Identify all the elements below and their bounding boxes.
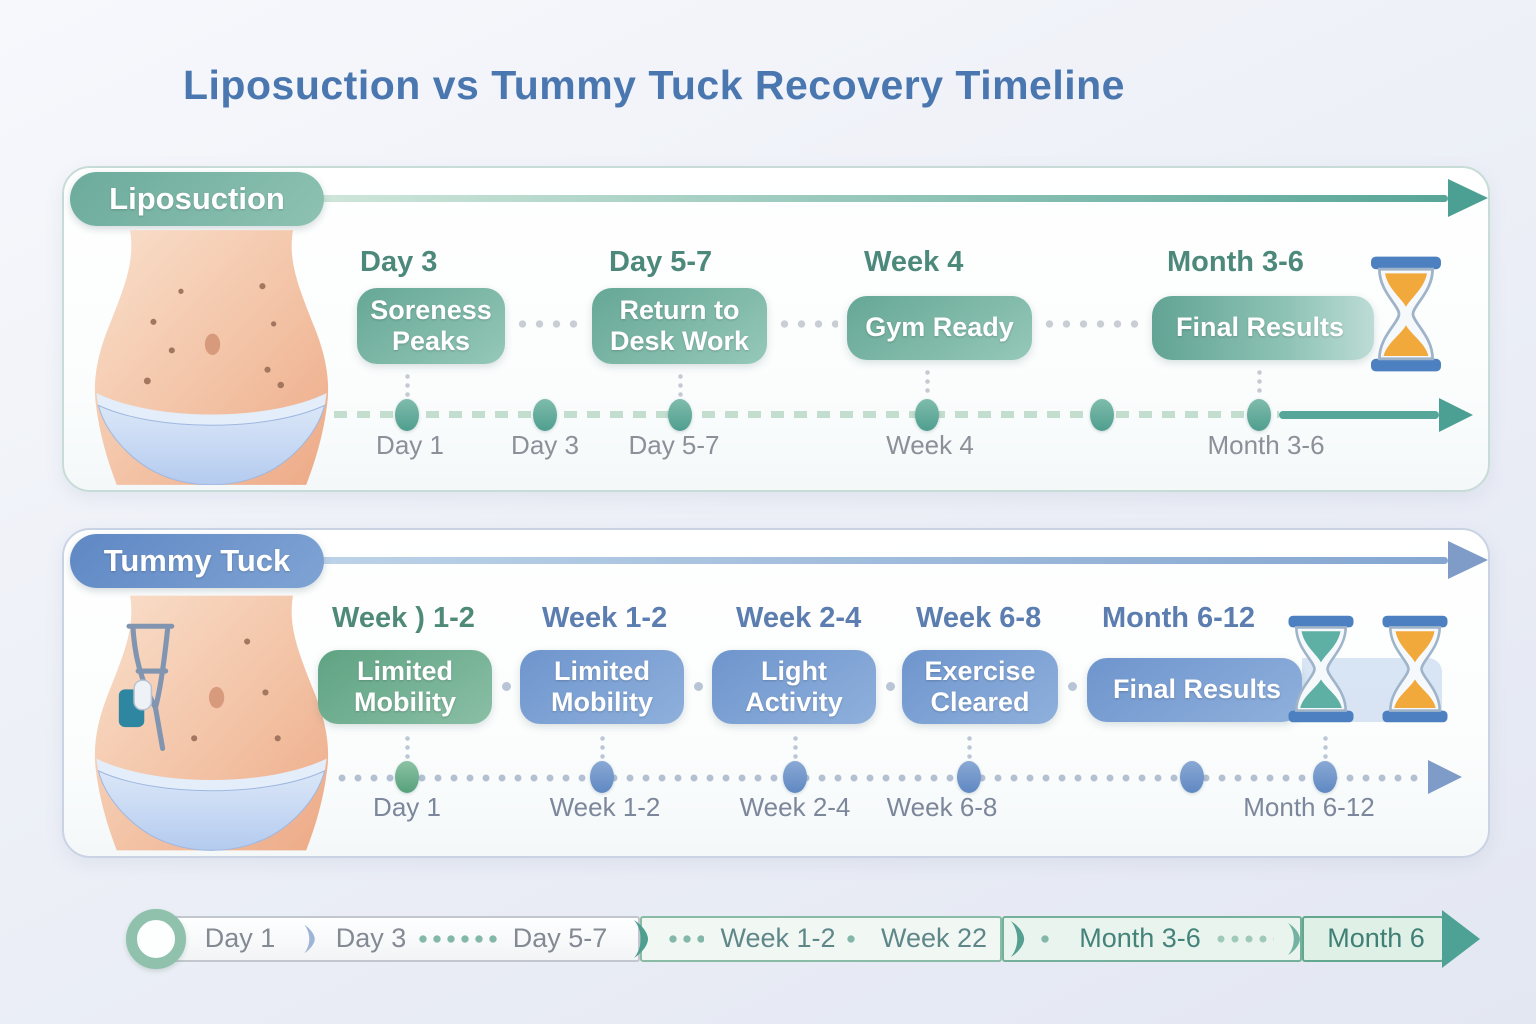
chevron-right-icon (1008, 920, 1027, 963)
arrow-right-icon (1448, 541, 1488, 579)
footer-timeline: Day 1 Day 3 Day 5-7 Week 1-2 Week 22 Mon… (126, 909, 1480, 969)
timeline-dot (590, 761, 614, 793)
milestone-time: Week 1-2 (542, 602, 668, 634)
timeline-dot (957, 761, 981, 793)
milestone-box: Gym Ready (847, 296, 1032, 360)
dot-connector (502, 682, 511, 691)
footer-label: Week 1-2 (720, 923, 836, 953)
timeline-line (334, 774, 1426, 782)
footer-label: Day 1 (204, 923, 276, 953)
abdomen-illustration (74, 230, 349, 490)
dotted-connector (776, 320, 838, 328)
dot-connector (694, 682, 703, 691)
dotted-connector (967, 734, 972, 760)
dot-connector (1038, 934, 1052, 944)
dot-connector (1068, 682, 1077, 691)
axis-label: Week 6-8 (886, 792, 998, 822)
axis-label: Day 3 (511, 430, 579, 460)
arrow-right-icon (1442, 910, 1480, 968)
start-ring-icon (126, 909, 186, 969)
dotted-connector (666, 934, 704, 944)
timeline-dot (668, 399, 692, 431)
milestone-time: Month 6-12 (1102, 602, 1256, 634)
dotted-connector (514, 320, 584, 328)
milestone-time: Day 5-7 (609, 246, 713, 278)
liposuction-axis-arrow (320, 195, 1448, 202)
tummy-tuck-axis-arrow (320, 557, 1448, 564)
milestone-box: Light Activity (712, 650, 876, 724)
dotted-connector (925, 368, 930, 394)
axis-label: Day 1 (373, 792, 441, 822)
dot-connector (844, 934, 858, 944)
timeline-line (1279, 411, 1439, 419)
milestone-time: Day 3 (360, 246, 438, 278)
liposuction-header: Liposuction (70, 172, 324, 226)
axis-label: Month 6-12 (1243, 792, 1375, 822)
timeline-dot (533, 399, 557, 431)
dotted-connector (1257, 368, 1262, 394)
milestone-box: Return to Desk Work (592, 288, 767, 364)
crutches-icon (126, 623, 175, 752)
axis-label: Day 1 (376, 430, 444, 460)
dotted-connector (793, 734, 798, 760)
dotted-connector (416, 934, 498, 944)
chevron-right-icon (631, 919, 651, 964)
chevron-right-icon (1286, 922, 1302, 961)
dotted-connector (405, 372, 410, 398)
timeline-dot (1313, 761, 1337, 793)
dotted-connector (1041, 320, 1143, 328)
dotted-connector (1323, 734, 1328, 760)
footer-label: Day 3 (335, 923, 407, 953)
timeline-dot (395, 761, 419, 793)
tummy-tuck-header: Tummy Tuck (70, 534, 324, 588)
milestone-box: Limited Mobility (520, 650, 684, 724)
footer-label: Week 22 (880, 923, 988, 953)
axis-label: Day 5-7 (628, 430, 720, 460)
milestone-time: Week 2-4 (736, 602, 862, 634)
milestone-time: Week ) 1-2 (332, 602, 475, 634)
chevron-right-icon (302, 924, 317, 959)
footer-label: Month 3-6 (1079, 923, 1201, 953)
dotted-connector (600, 734, 605, 760)
tummy-tuck-panel: Tummy Tuck (62, 528, 1490, 858)
timeline-dot (1180, 761, 1204, 793)
milestone-time: Week 4 (864, 246, 964, 278)
timeline-dot (395, 399, 419, 431)
milestone-box: Final Results (1087, 658, 1302, 722)
milestone-box: Limited Mobility (318, 650, 492, 724)
dot-connector (886, 682, 895, 691)
dotted-connector (1214, 934, 1274, 944)
milestone-box: Soreness Peaks (357, 288, 505, 364)
axis-label: Week 2-4 (739, 792, 851, 822)
axis-label: Week 1-2 (549, 792, 661, 822)
timeline-dot (1090, 399, 1114, 431)
hourglass-icon (1282, 598, 1360, 745)
footer-label: Month 6 (1327, 923, 1425, 953)
hourglass-icon (1364, 248, 1448, 385)
dotted-connector (405, 734, 410, 760)
axis-label: Week 4 (886, 430, 974, 460)
hourglass-icon (1376, 598, 1454, 745)
timeline-dot (915, 399, 939, 431)
milestone-time: Week 6-8 (916, 602, 1042, 634)
page-title: Liposuction vs Tummy Tuck Recovery Timel… (183, 62, 1125, 108)
abdomen-illustration (74, 592, 349, 859)
arrow-right-icon (1448, 179, 1488, 217)
milestone-time: Month 3-6 (1167, 246, 1304, 278)
timeline-dot (783, 761, 807, 793)
arrow-right-icon (1428, 760, 1462, 794)
timeline-line (334, 411, 1279, 418)
milestone-box: Final Results (1152, 296, 1374, 360)
timeline-dot (1247, 399, 1271, 431)
milestone-box: Exercise Cleared (902, 650, 1058, 724)
axis-label: Month 3-6 (1207, 430, 1325, 460)
arrow-right-icon (1439, 398, 1473, 432)
dotted-connector (678, 372, 683, 398)
liposuction-panel: Liposuction Day 3 Soreness Peaks Day 5-7… (62, 166, 1490, 492)
footer-label: Day 5-7 (512, 923, 608, 953)
